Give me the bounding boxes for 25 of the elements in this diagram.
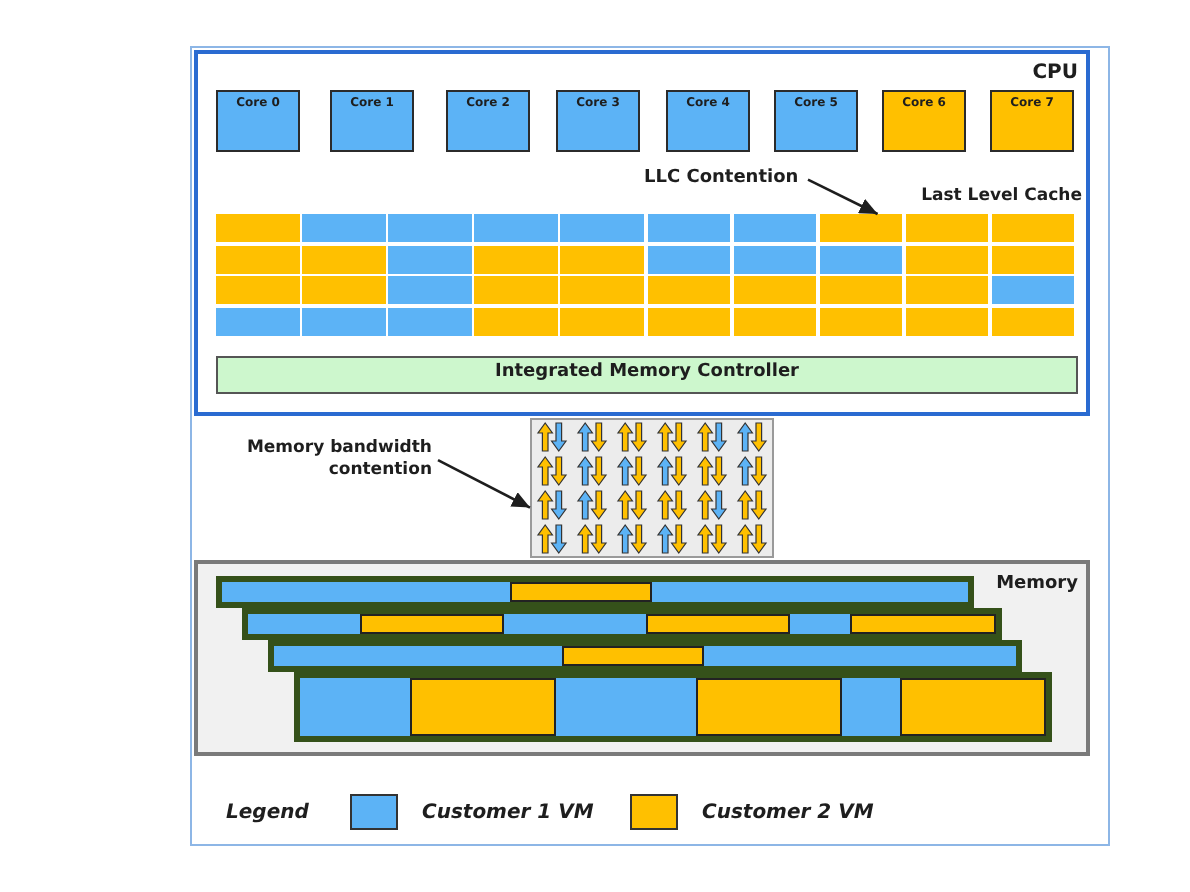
legend-label: Customer 1 VM — [422, 802, 594, 825]
memory-module — [242, 608, 1002, 640]
core-box — [556, 90, 640, 152]
memory-module — [216, 576, 974, 608]
memory-controller-bar — [216, 356, 1078, 394]
legend-label: Customer 2 VM — [702, 802, 874, 825]
cpu-label: CPU — [1032, 62, 1078, 85]
core-box — [774, 90, 858, 152]
core-box — [882, 90, 966, 152]
annotation-text: LLC Contention — [644, 168, 802, 192]
legend-title: Legend — [226, 802, 309, 825]
memory-label: Memory — [996, 574, 1078, 595]
core-box — [666, 90, 750, 152]
core-box — [216, 90, 300, 152]
annotation-text: Memory bandwidth contention — [244, 438, 432, 483]
leader-arrow — [437, 458, 531, 509]
memory-module — [268, 640, 1022, 672]
cache-label: Last Level Cache — [921, 188, 1082, 208]
memory-panel — [194, 560, 1090, 756]
core-box — [990, 90, 1074, 152]
core-box — [330, 90, 414, 152]
core-box — [446, 90, 530, 152]
leader-arrow — [807, 178, 879, 216]
cpu-package-box — [194, 50, 1090, 416]
memory-controller-label: Integrated Memory Controller — [495, 362, 799, 383]
